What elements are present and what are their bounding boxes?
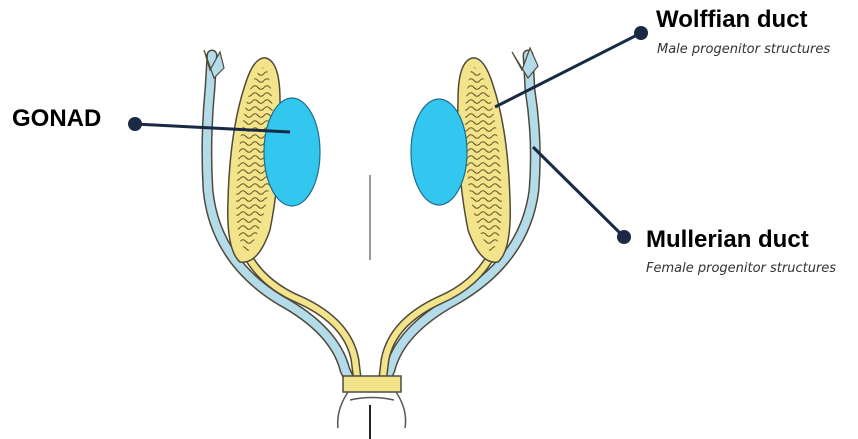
wolffian-pointer <box>495 26 648 107</box>
wolffian-duct-subtitle: Male progenitor structures <box>657 43 830 56</box>
mullerian-duct-subtitle: Female progenitor structures <box>646 262 836 275</box>
wolffian-duct-label: Wolffian duct <box>656 8 808 32</box>
urogenital-junction <box>343 376 401 392</box>
gonad-right <box>411 99 467 205</box>
cloaca-outline <box>338 392 406 428</box>
gonad-label: GONAD <box>12 107 101 131</box>
mullerian-duct-label: Mullerian duct <box>646 228 809 252</box>
gonad-left <box>264 98 320 206</box>
mullerian-pointer <box>533 147 631 244</box>
